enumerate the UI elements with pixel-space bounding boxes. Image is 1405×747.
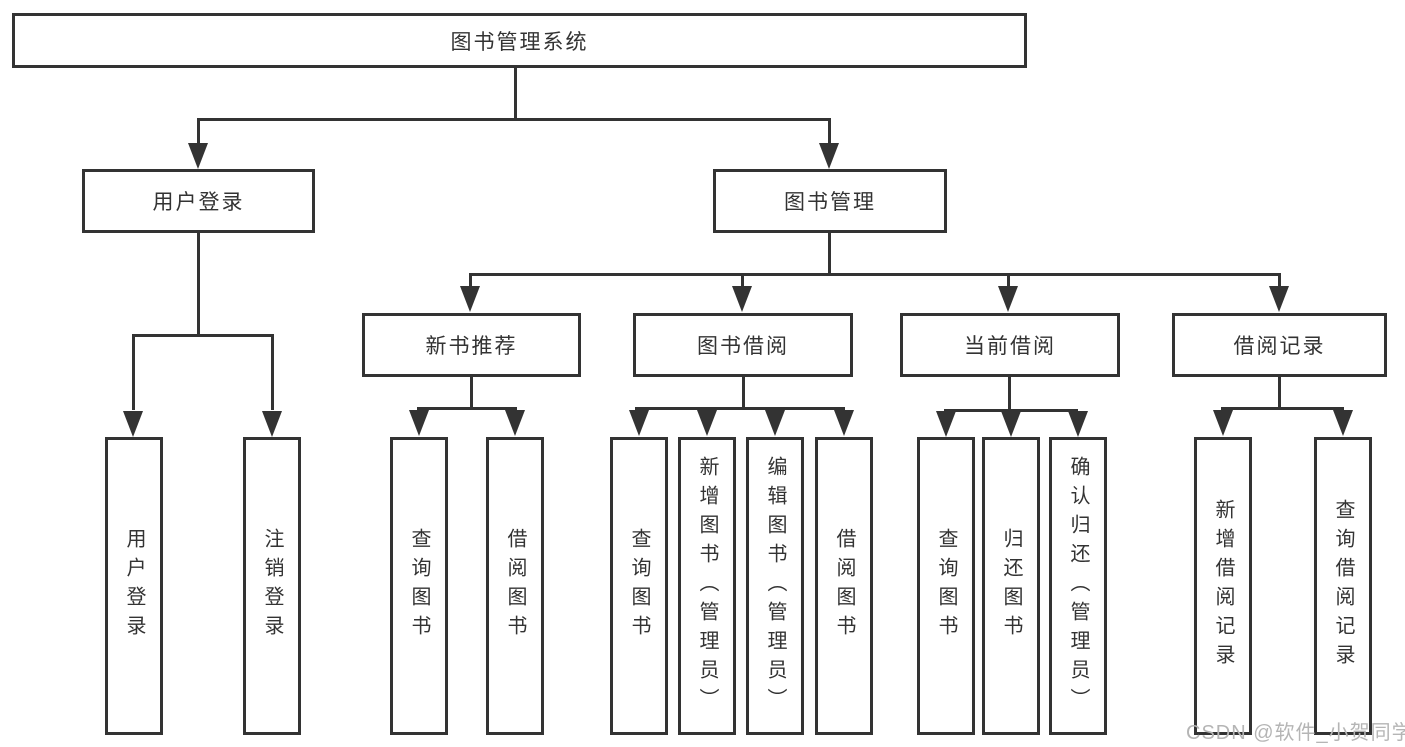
leaf-confirm-return-admin-label: 确认归还（管理员） (1067, 455, 1089, 717)
node-user-login-label: 用户登录 (152, 191, 245, 214)
connector-line (1278, 273, 1281, 288)
connector-line (417, 407, 517, 410)
leaf-confirm-return-admin: 确认归还（管理员） (1049, 437, 1107, 735)
leaf-user-login-label: 用户登录 (123, 528, 145, 644)
leaf-borrow-book-borrow: 借阅图书 (815, 437, 873, 735)
leaf-logout-label: 注销登录 (261, 528, 283, 644)
node-book-borrow: 图书借阅 (633, 313, 853, 377)
leaf-user-login: 用户登录 (105, 437, 163, 735)
leaf-query-book-newbook-label: 查询图书 (408, 528, 430, 644)
arrowhead-down-icon (1068, 411, 1088, 437)
node-book-management-label: 图书管理 (784, 191, 876, 214)
leaf-query-book-current: 查询图书 (917, 437, 975, 735)
arrowhead-down-icon (834, 410, 854, 436)
leaf-add-borrow-record: 新增借阅记录 (1194, 437, 1252, 735)
leaf-query-book-newbook: 查询图书 (390, 437, 448, 735)
connector-line (197, 118, 200, 146)
connector-line (1221, 407, 1344, 410)
leaf-add-book-admin-label: 新增图书（管理员） (696, 455, 718, 717)
leaf-borrow-book-borrow-label: 借阅图书 (833, 528, 855, 644)
node-library-system: 图书管理系统 (12, 13, 1027, 68)
arrowhead-down-icon (936, 411, 956, 437)
connector-line (1278, 377, 1281, 410)
leaf-borrow-book-newbook: 借阅图书 (486, 437, 544, 735)
leaf-borrow-book-newbook-label: 借阅图书 (504, 528, 526, 644)
leaf-query-book-borrow-label: 查询图书 (628, 528, 650, 644)
arrowhead-down-icon (1213, 410, 1233, 436)
node-user-login: 用户登录 (82, 169, 315, 233)
connector-line (742, 377, 745, 409)
arrowhead-down-icon (505, 410, 525, 436)
leaf-add-borrow-record-label: 新增借阅记录 (1212, 499, 1234, 673)
arrowhead-down-icon (732, 286, 752, 312)
arrowhead-down-icon (123, 411, 143, 437)
connector-line (132, 334, 135, 410)
connector-line (1007, 273, 1010, 288)
arrowhead-down-icon (697, 410, 717, 436)
node-book-borrow-label: 图书借阅 (697, 335, 789, 358)
node-borrow-record-label: 借阅记录 (1233, 335, 1326, 358)
connector-line (1008, 377, 1011, 412)
leaf-add-book-admin: 新增图书（管理员） (678, 437, 736, 735)
connector-line (469, 273, 472, 288)
node-new-book-recommend: 新书推荐 (362, 313, 581, 377)
connector-line (197, 118, 831, 121)
arrowhead-down-icon (262, 411, 282, 437)
node-current-borrow: 当前借阅 (900, 313, 1120, 377)
connector-line (197, 233, 200, 337)
leaf-query-borrow-record: 查询借阅记录 (1314, 437, 1372, 735)
connector-line (635, 407, 845, 410)
arrowhead-down-icon (819, 143, 839, 169)
leaf-return-book-label: 归还图书 (1000, 528, 1022, 644)
node-book-management: 图书管理 (713, 169, 947, 233)
arrowhead-down-icon (629, 410, 649, 436)
node-library-system-label: 图书管理系统 (450, 30, 589, 54)
connector-line (944, 409, 1078, 412)
connector-line (271, 334, 274, 410)
connector-line (132, 334, 274, 337)
connector-line (470, 377, 473, 410)
leaf-query-book-borrow: 查询图书 (610, 437, 668, 735)
leaf-logout: 注销登录 (243, 437, 301, 735)
arrowhead-down-icon (1333, 410, 1353, 436)
arrowhead-down-icon (765, 410, 785, 436)
node-new-book-recommend-label: 新书推荐 (425, 335, 518, 358)
leaf-query-borrow-record-label: 查询借阅记录 (1332, 499, 1354, 673)
connector-line (514, 68, 517, 121)
leaf-return-book: 归还图书 (982, 437, 1040, 735)
connector-line (828, 233, 831, 276)
leaf-edit-book-admin: 编辑图书（管理员） (746, 437, 804, 735)
leaf-query-book-current-label: 查询图书 (935, 528, 957, 644)
csdn-watermark: CSDN @软件_小贺同学 (1186, 722, 1405, 744)
connector-line (469, 273, 1281, 276)
arrowhead-down-icon (409, 410, 429, 436)
arrowhead-down-icon (998, 286, 1018, 312)
connector-line (828, 118, 831, 146)
node-borrow-record: 借阅记录 (1172, 313, 1387, 377)
arrowhead-down-icon (460, 286, 480, 312)
arrowhead-down-icon (188, 143, 208, 169)
connector-line (741, 273, 744, 288)
arrowhead-down-icon (1001, 411, 1021, 437)
arrowhead-down-icon (1269, 286, 1289, 312)
node-current-borrow-label: 当前借阅 (964, 335, 1056, 358)
leaf-edit-book-admin-label: 编辑图书（管理员） (764, 455, 786, 717)
